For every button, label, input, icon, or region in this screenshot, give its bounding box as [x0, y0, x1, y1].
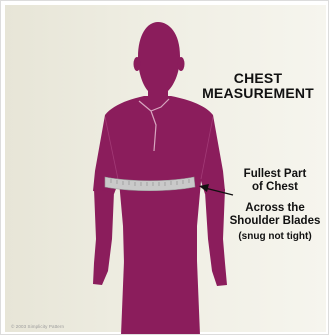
head	[138, 22, 180, 99]
title-line-2: MEASUREMENT	[199, 86, 317, 101]
diagram-title: CHEST MEASUREMENT	[199, 71, 317, 101]
blades-line-2: Shoulder Blades	[221, 215, 329, 228]
note-text: (snug not tight)	[223, 231, 327, 243]
title-line-1: CHEST	[199, 71, 317, 86]
fullest-line-1: Fullest Part	[223, 168, 327, 181]
label-snug-note: (snug not tight)	[223, 231, 327, 243]
label-shoulder-blades: Across the Shoulder Blades	[221, 202, 329, 228]
left-arm	[93, 189, 114, 285]
right-ear	[178, 57, 185, 71]
left-ear	[134, 57, 141, 71]
fullest-line-2: of Chest	[223, 181, 327, 194]
blades-line-1: Across the	[221, 202, 329, 215]
label-fullest-part: Fullest Part of Chest	[223, 168, 327, 194]
copyright-text: © 2003 Simplicity Pattern	[11, 324, 64, 329]
legs	[121, 261, 200, 335]
